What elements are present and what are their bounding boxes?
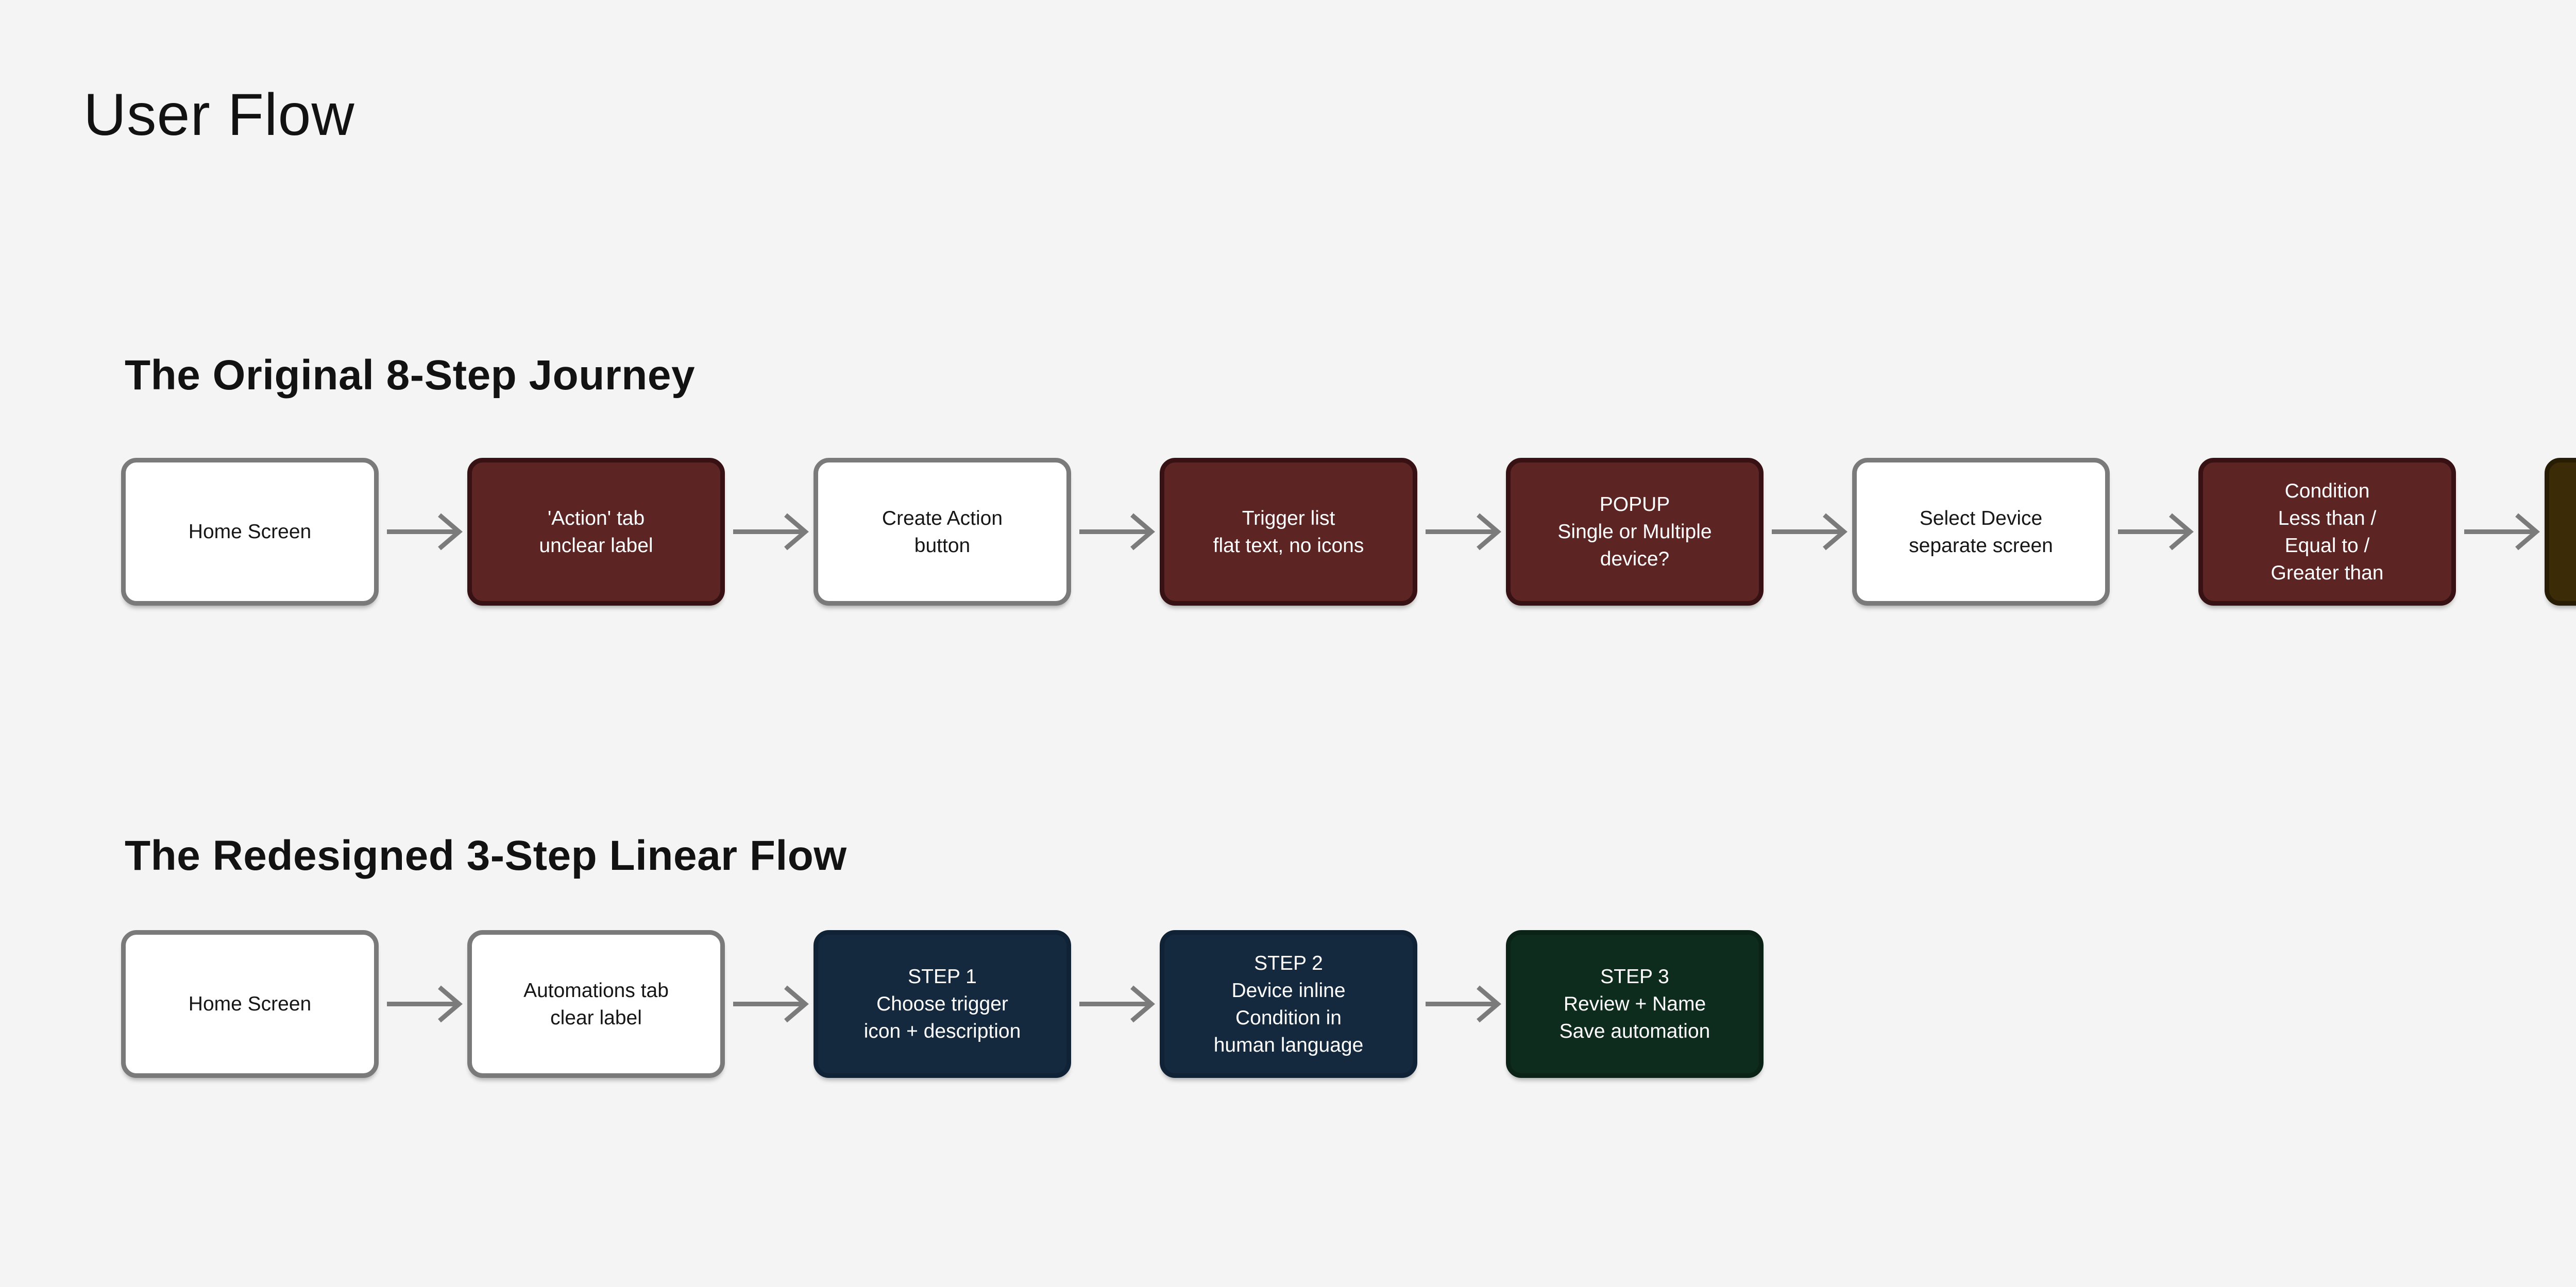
node-line: icon + description (863, 1020, 1021, 1042)
node-line: Device inline (1231, 979, 1346, 1002)
node-line: human language (1213, 1034, 1364, 1056)
node-line: Home Screen (188, 993, 312, 1015)
node-trigger-list: Trigger list flat text, no icons (1160, 458, 1417, 606)
node-line: Condition in (1235, 1006, 1342, 1029)
node-line: Automations tab (523, 979, 669, 1002)
node-line: Condition (2284, 479, 2370, 502)
node-step-3-review-save: STEP 3 Review + Name Save automation (1506, 930, 1764, 1078)
node-line: 'Action' tab (547, 507, 645, 529)
arrow-right-icon (1417, 458, 1506, 606)
arrow-right-icon (1071, 458, 1160, 606)
node-label: STEP 1 Choose trigger icon + description (864, 963, 1021, 1045)
node-line: Save automation (1559, 1020, 1710, 1042)
node-label: POPUP Single or Multiple device? (1557, 491, 1711, 573)
section-heading-original-journey: The Original 8-Step Journey (125, 352, 696, 399)
arrow-right-icon (725, 930, 814, 1078)
arrow-right-icon (725, 458, 814, 606)
section-heading-redesigned-flow: The Redesigned 3-Step Linear Flow (125, 832, 847, 879)
node-line: Create Action (882, 507, 1003, 529)
node-line: separate screen (1909, 534, 2053, 557)
node-line: device? (1600, 548, 1670, 570)
node-line: STEP 1 (908, 966, 977, 988)
node-label: Home Screen (189, 990, 311, 1018)
arrow-right-icon (379, 930, 467, 1078)
node-line: flat text, no icons (1213, 534, 1364, 557)
page-title: User Flow (83, 82, 355, 148)
node-line: Equal to / (2284, 534, 2370, 557)
node-line: STEP 3 (1600, 966, 1669, 988)
node-line: Trigger list (1242, 507, 1335, 529)
node-line: unclear label (539, 534, 653, 557)
node-label: Home Screen (189, 518, 311, 545)
node-label: Select Device separate screen (1909, 505, 2053, 559)
node-action-tab: 'Action' tab unclear label (467, 458, 725, 606)
node-create-action-button: Create Action button (814, 458, 1071, 606)
node-line: Select Device (1919, 507, 2043, 529)
node-home-screen-redesign: Home Screen (121, 930, 379, 1078)
arrow-right-icon (2110, 458, 2198, 606)
node-label: 'Action' tab unclear label (539, 505, 653, 559)
node-line: STEP 2 (1254, 952, 1323, 974)
node-label: Trigger list flat text, no icons (1213, 505, 1364, 559)
node-line: Home Screen (188, 521, 312, 543)
node-label: Create Action button (882, 505, 1003, 559)
node-home-screen: Home Screen (121, 458, 379, 606)
node-select-device: Select Device separate screen (1852, 458, 2110, 606)
arrow-right-icon (1764, 458, 1852, 606)
node-line: Review + Name (1563, 993, 1706, 1015)
node-line: clear label (550, 1006, 642, 1029)
node-condition: Condition Less than / Equal to / Greater… (2198, 458, 2456, 606)
node-automations-tab: Automations tab clear label (467, 930, 725, 1078)
node-line: POPUP (1599, 493, 1670, 516)
node-line: Greater than (2270, 561, 2384, 584)
node-line: Single or Multiple (1557, 521, 1712, 543)
arrow-right-icon (1417, 930, 1506, 1078)
node-line: Less than / (2278, 507, 2377, 529)
arrow-right-icon (2456, 458, 2545, 606)
flow-row-redesigned-flow: Home Screen Automations tab clear label … (121, 930, 1764, 1078)
node-confirm: Confirm vague CTA (2545, 458, 2576, 606)
node-label: STEP 2 Device inline Condition in human … (1214, 950, 1364, 1059)
node-line: button (914, 534, 971, 557)
node-popup-device-choice: POPUP Single or Multiple device? (1506, 458, 1764, 606)
node-step-2-device-condition: STEP 2 Device inline Condition in human … (1160, 930, 1417, 1078)
arrow-right-icon (1071, 930, 1160, 1078)
node-label: STEP 3 Review + Name Save automation (1560, 963, 1710, 1045)
arrow-right-icon (379, 458, 467, 606)
node-label: Automations tab clear label (523, 977, 669, 1032)
flow-row-original-journey: Home Screen 'Action' tab unclear label C… (121, 458, 2576, 606)
node-step-1-choose-trigger: STEP 1 Choose trigger icon + description (814, 930, 1071, 1078)
node-line: Choose trigger (876, 993, 1008, 1015)
node-label: Condition Less than / Equal to / Greater… (2271, 477, 2384, 587)
